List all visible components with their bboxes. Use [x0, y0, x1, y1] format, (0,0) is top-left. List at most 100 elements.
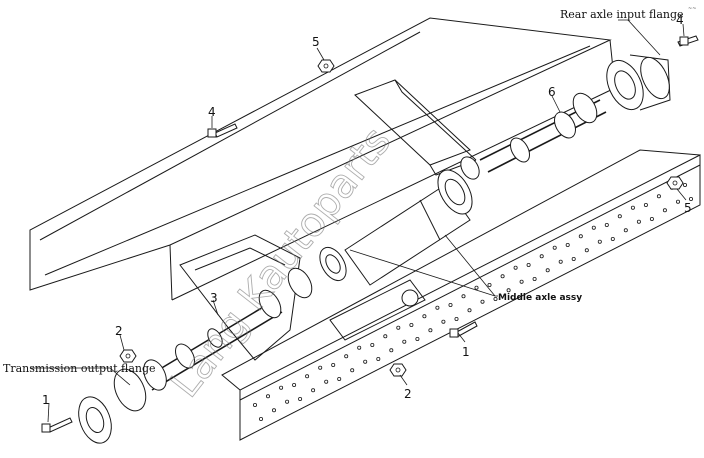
rail-hole — [487, 282, 492, 287]
middle-axle-assembly — [344, 156, 480, 286]
callout-4-right: 4 — [676, 13, 684, 27]
rail-hole — [584, 248, 589, 253]
rail-hole — [683, 182, 688, 187]
corner-mark: ~~ — [688, 6, 696, 12]
nut-part-2-lower — [389, 363, 407, 377]
rail-hole — [636, 219, 641, 224]
rail-hole — [389, 348, 394, 353]
rail-hole — [676, 199, 681, 204]
rail-hole — [311, 388, 316, 393]
rail-hole — [357, 345, 362, 350]
rail-hole — [396, 325, 401, 330]
rail-hole — [571, 256, 576, 261]
rail-hole — [617, 214, 622, 219]
rail-hole — [545, 268, 550, 273]
callout-3: 3 — [210, 291, 218, 305]
callout-5-lower: 5 — [684, 201, 692, 215]
upper-frame-rail — [29, 17, 616, 301]
callout-1-right: 1 — [462, 345, 470, 359]
lower-frame-rail — [221, 149, 701, 441]
rail-hole — [519, 279, 524, 284]
rail-hole — [350, 368, 355, 373]
rail-hole — [506, 288, 511, 293]
support-bearing — [401, 289, 419, 307]
rail-hole — [552, 245, 557, 250]
rail-hole — [630, 205, 635, 210]
rail-hole — [279, 385, 284, 390]
rail-hole — [305, 374, 310, 379]
chassis-bracket-left — [179, 234, 301, 361]
rail-hole — [441, 319, 446, 324]
rail-hole — [662, 208, 667, 213]
leader-lines — [30, 19, 687, 423]
rail-hole — [258, 416, 263, 421]
rear-axle-input-flange — [606, 54, 671, 111]
rail-hole — [480, 299, 485, 304]
callout-4-left: 4 — [208, 105, 216, 119]
rail-hole — [422, 314, 427, 319]
rail-hole — [298, 396, 303, 401]
rail-hole — [409, 322, 414, 327]
rail-hole — [363, 359, 368, 364]
rail-hole — [337, 376, 342, 381]
bolt-part-1-left — [41, 417, 73, 433]
rail-hole — [370, 342, 375, 347]
rail-hole — [493, 296, 498, 301]
frame-rail-holes — [252, 182, 694, 421]
rail-hole — [324, 379, 329, 384]
rail-hole — [643, 202, 648, 207]
nut-part-2-upper — [119, 349, 137, 363]
rail-hole — [415, 336, 420, 341]
nut-part-5-upper — [317, 59, 335, 73]
rail-hole — [474, 285, 479, 290]
rail-hole — [448, 302, 453, 307]
rail-hole — [461, 294, 466, 299]
rail-hole — [467, 308, 472, 313]
rail-hole — [610, 236, 615, 241]
support-bracket — [329, 279, 426, 341]
rail-hole — [285, 399, 290, 404]
rail-hole — [383, 334, 388, 339]
rail-hole — [402, 339, 407, 344]
rear-propeller-shaft — [479, 92, 607, 173]
rail-hole — [500, 274, 505, 279]
rail-hole — [331, 362, 336, 367]
rail-hole — [318, 365, 323, 370]
rail-hole — [591, 225, 596, 230]
bolt-part-1-right — [449, 321, 478, 338]
rail-hole — [344, 354, 349, 359]
rail-hole — [604, 222, 609, 227]
rail-hole — [271, 408, 276, 413]
rail-hole — [578, 234, 583, 239]
rail-hole — [623, 228, 628, 233]
transmission-output-flange — [78, 359, 167, 444]
label-transmission-output-flange: Transmission output flange — [3, 362, 156, 375]
bolt-part-4-left — [207, 123, 238, 138]
front-propeller-shaft — [144, 246, 347, 391]
rail-hole — [513, 265, 518, 270]
label-rear-axle-input-flange: Rear axle input flange — [560, 8, 684, 21]
rail-hole — [292, 382, 297, 387]
label-middle-axle-assy: Middle axle assy — [498, 293, 582, 303]
rail-hole — [526, 262, 531, 267]
rail-hole — [565, 242, 570, 247]
rail-hole — [252, 402, 257, 407]
rail-hole — [265, 394, 270, 399]
rail-hole — [428, 328, 433, 333]
rail-hole — [558, 259, 563, 264]
rail-hole — [454, 316, 459, 321]
rail-hole — [649, 216, 654, 221]
callout-2-upper: 2 — [115, 324, 123, 338]
callout-1-left: 1 — [42, 393, 50, 407]
rail-hole — [376, 356, 381, 361]
callout-6: 6 — [548, 85, 556, 99]
rail-hole — [689, 196, 694, 201]
rail-hole — [656, 194, 661, 199]
rail-hole — [597, 239, 602, 244]
rail-hole — [435, 305, 440, 310]
callout-2-lower: 2 — [404, 387, 412, 401]
rail-hole — [539, 254, 544, 259]
bolt-part-4-right — [677, 35, 699, 47]
